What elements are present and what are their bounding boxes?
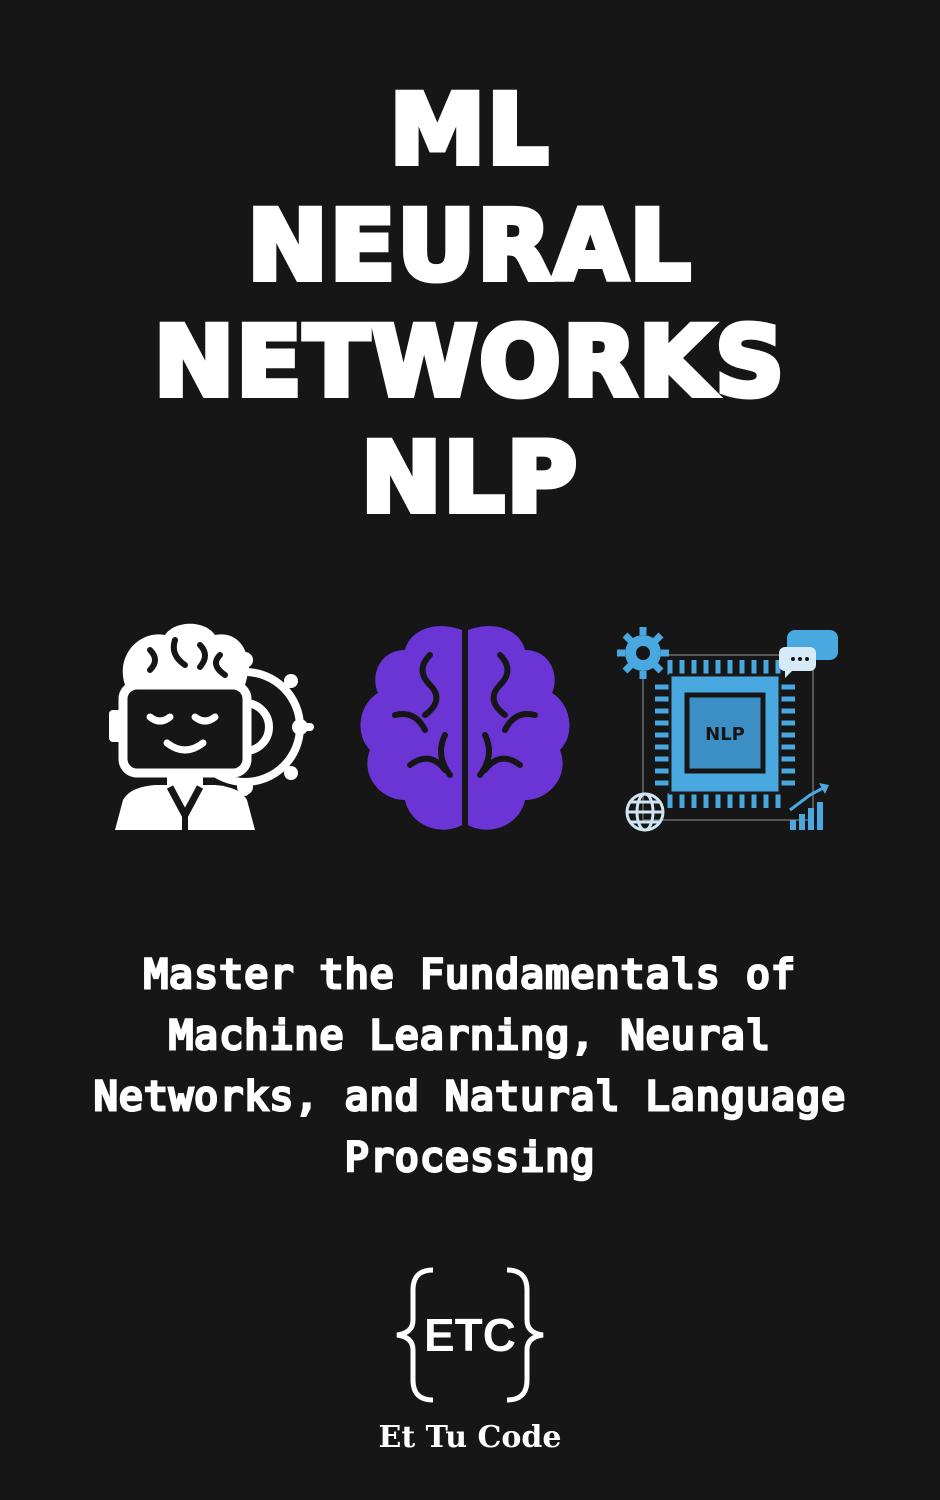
book-subtitle: Master the Fundamentals of Machine Learn… <box>92 951 847 1183</box>
title-line-neural: NEURAL <box>244 187 693 305</box>
chat-bubble-icon <box>779 630 838 678</box>
icon-row: NLP <box>0 615 940 845</box>
bar-chart-icon <box>789 783 829 830</box>
robot-gear-icon <box>109 623 314 830</box>
globe-icon <box>625 792 665 832</box>
gear-icon <box>617 627 669 679</box>
book-title: ML NEURAL NETWORKS NLP <box>0 71 940 537</box>
title-line-nlp: NLP <box>358 419 580 537</box>
publisher-name: Et Tu Code <box>378 1420 562 1455</box>
chip-label: NLP <box>705 724 745 745</box>
etc-logo: ETC <box>396 1267 544 1403</box>
logo-text: ETC <box>424 1309 516 1361</box>
title-line-networks: NETWORKS <box>151 303 787 421</box>
title-line-ml: ML <box>387 71 552 189</box>
nlp-chip-icon: NLP <box>617 627 838 832</box>
brain-icon <box>360 626 570 830</box>
